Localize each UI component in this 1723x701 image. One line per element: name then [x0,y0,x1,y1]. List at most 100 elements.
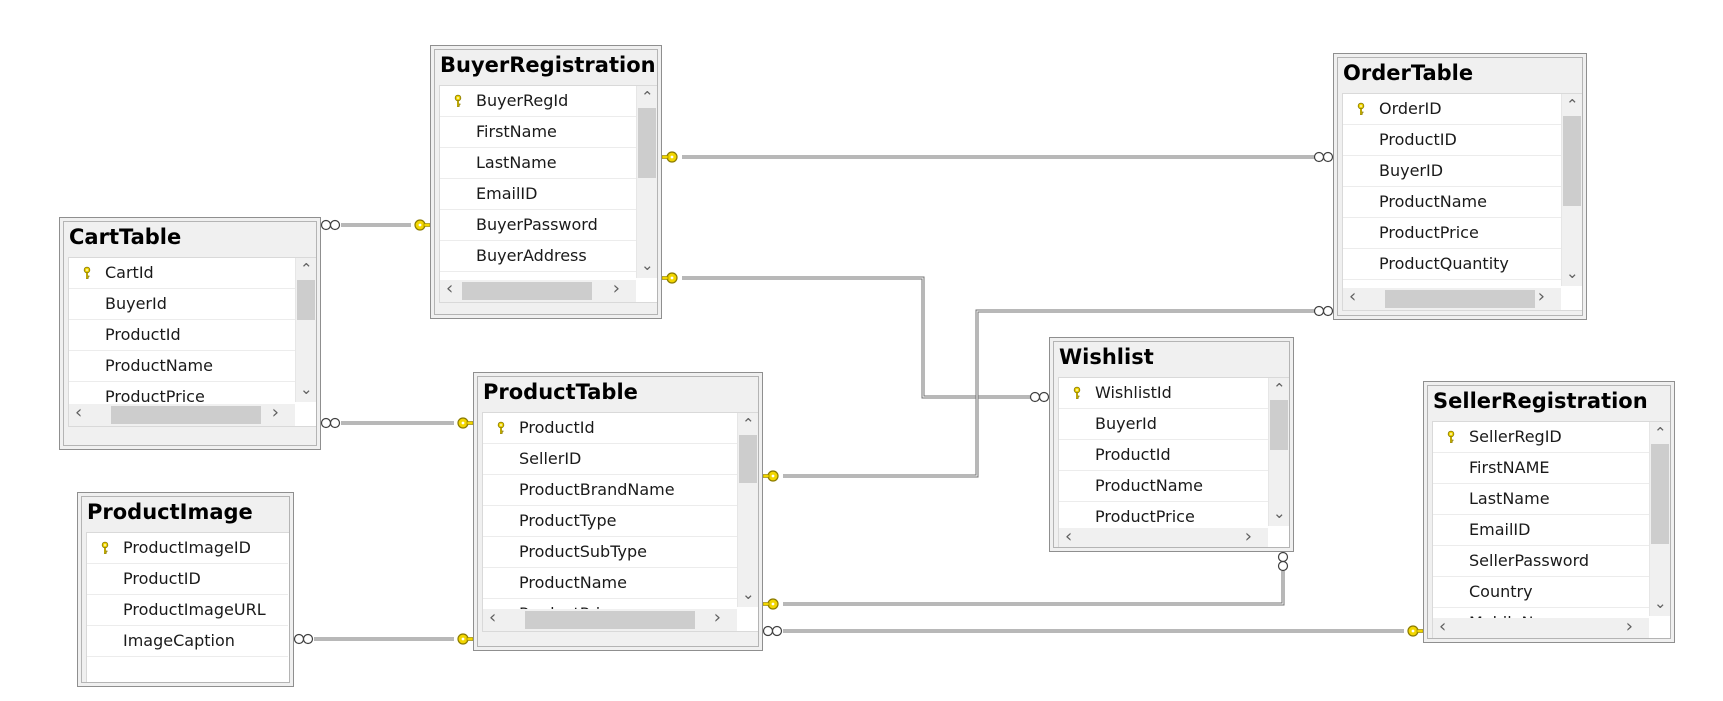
column-row[interactable]: ProductQuantity [1343,249,1561,280]
vertical-scrollbar[interactable]: ⌃⌄ [1649,422,1670,616]
horizontal-scroll-thumb[interactable] [111,406,261,424]
table-title[interactable]: ProductTable [483,380,638,404]
table-title[interactable]: ProductImage [87,500,253,524]
scroll-right-icon[interactable]: › [1625,616,1633,637]
column-row[interactable]: WishlistId [1059,378,1268,409]
scroll-up-icon[interactable]: ⌃ [1654,424,1667,442]
column-row[interactable]: EmailID [1433,515,1649,546]
column-row[interactable]: CartId [69,258,295,289]
table-title[interactable]: SellerRegistration [1433,389,1648,413]
scroll-right-icon[interactable]: › [612,278,620,299]
scroll-down-icon[interactable]: ⌄ [1273,504,1286,522]
column-row[interactable]: ProductName [483,568,737,599]
column-row[interactable]: BuyerAddress [440,241,636,272]
scroll-down-icon[interactable]: ⌄ [1654,594,1667,612]
column-row[interactable]: BuyerId [1059,409,1268,440]
column-row[interactable]: ProductImageID [87,533,288,564]
column-row[interactable]: Country [1433,577,1649,608]
scroll-left-icon[interactable]: ‹ [1065,526,1073,547]
column-row[interactable]: EmailID [440,179,636,210]
column-row[interactable]: ProductId [1059,440,1268,471]
vertical-scrollbar[interactable]: ⌃⌄ [295,258,316,402]
column-row[interactable]: SellerID [483,444,737,475]
horizontal-scrollbar[interactable]: ‹› [483,609,737,631]
scroll-thumb[interactable] [297,280,315,320]
scroll-left-icon[interactable]: ‹ [446,278,454,299]
scroll-down-icon[interactable]: ⌄ [300,380,313,398]
vertical-scrollbar[interactable]: ⌃⌄ [1268,378,1289,526]
scroll-thumb[interactable] [638,108,656,178]
scroll-thumb[interactable] [739,435,757,483]
scroll-thumb[interactable] [1563,116,1581,206]
scroll-left-icon[interactable]: ‹ [1439,616,1447,637]
vertical-scrollbar[interactable]: ⌃⌄ [636,86,657,278]
column-row[interactable]: SellerPassword [1433,546,1649,577]
column-row[interactable]: ImageCaption [87,626,288,657]
column-row[interactable]: ProductName [1059,471,1268,502]
column-row[interactable]: ProductType [483,506,737,537]
column-row[interactable]: ProductID [87,564,288,595]
column-row[interactable]: ProductId [69,320,295,351]
scroll-right-icon[interactable]: › [1537,286,1545,307]
table-title[interactable]: Wishlist [1059,345,1154,369]
scroll-up-icon[interactable]: ⌃ [641,88,654,106]
column-row[interactable]: SellerRegID [1433,422,1649,453]
vertical-scrollbar[interactable]: ⌃⌄ [1561,94,1582,286]
scroll-right-icon[interactable]: › [271,402,279,423]
scroll-down-icon[interactable]: ⌄ [1566,264,1579,282]
column-row[interactable]: OrderID [1343,94,1561,125]
scroll-right-icon[interactable]: › [713,607,721,628]
horizontal-scroll-thumb[interactable] [462,282,592,300]
scroll-up-icon[interactable]: ⌃ [1566,96,1579,114]
column-row[interactable]: ProductName [69,351,295,382]
relationship-line[interactable] [783,570,1285,606]
scroll-left-icon[interactable]: ‹ [489,607,497,628]
horizontal-scrollbar[interactable]: ‹› [1343,288,1561,310]
scroll-right-icon[interactable]: › [1244,526,1252,547]
column-row[interactable]: LastName [440,148,636,179]
horizontal-scrollbar[interactable]: ‹› [440,280,636,302]
column-row[interactable]: FirstNAME [1433,453,1649,484]
column-row[interactable]: FirstName [440,117,636,148]
column-row[interactable]: ProductID [1343,125,1561,156]
row-selector [1433,577,1468,608]
column-row[interactable]: BuyerId [69,289,295,320]
horizontal-scrollbar[interactable]: ‹› [1059,526,1268,547]
table-title[interactable]: BuyerRegistration [440,53,656,77]
scroll-thumb[interactable] [1270,400,1288,450]
column-row[interactable]: ProductId [483,413,737,444]
horizontal-scrollbar[interactable]: ‹› [69,404,295,426]
column-row[interactable]: BuyerRegId [440,86,636,117]
column-row[interactable]: BuyerPassword [440,210,636,241]
column-row[interactable]: ProductSubType [483,537,737,568]
scroll-left-icon[interactable]: ‹ [1349,286,1357,307]
scroll-thumb[interactable] [1651,444,1669,544]
row-selector [1433,453,1468,484]
vertical-scrollbar[interactable]: ⌃⌄ [737,413,758,607]
scroll-down-icon[interactable]: ⌄ [742,585,755,603]
column-row[interactable]: ProductName [1343,187,1561,218]
table-title[interactable]: CartTable [69,225,182,249]
horizontal-scroll-thumb[interactable] [525,611,695,629]
scroll-up-icon[interactable]: ⌃ [300,260,313,278]
scroll-up-icon[interactable]: ⌃ [742,415,755,433]
scroll-up-icon[interactable]: ⌃ [1273,380,1286,398]
column-name: LastName [476,153,557,172]
table-title[interactable]: OrderTable [1343,61,1474,85]
column-row[interactable]: ProductBrandName [483,475,737,506]
horizontal-scrollbar[interactable]: ‹› [1433,616,1649,638]
column-row[interactable]: ProductPrice [1343,218,1561,249]
column-row[interactable]: BuyerID [1343,156,1561,187]
scroll-left-icon[interactable]: ‹ [75,402,83,423]
column-row[interactable]: ProductImageURL [87,595,288,626]
column-row[interactable]: LastName [1433,484,1649,515]
horizontal-scroll-thumb[interactable] [1385,290,1535,308]
scroll-down-icon[interactable]: ⌄ [641,256,654,274]
